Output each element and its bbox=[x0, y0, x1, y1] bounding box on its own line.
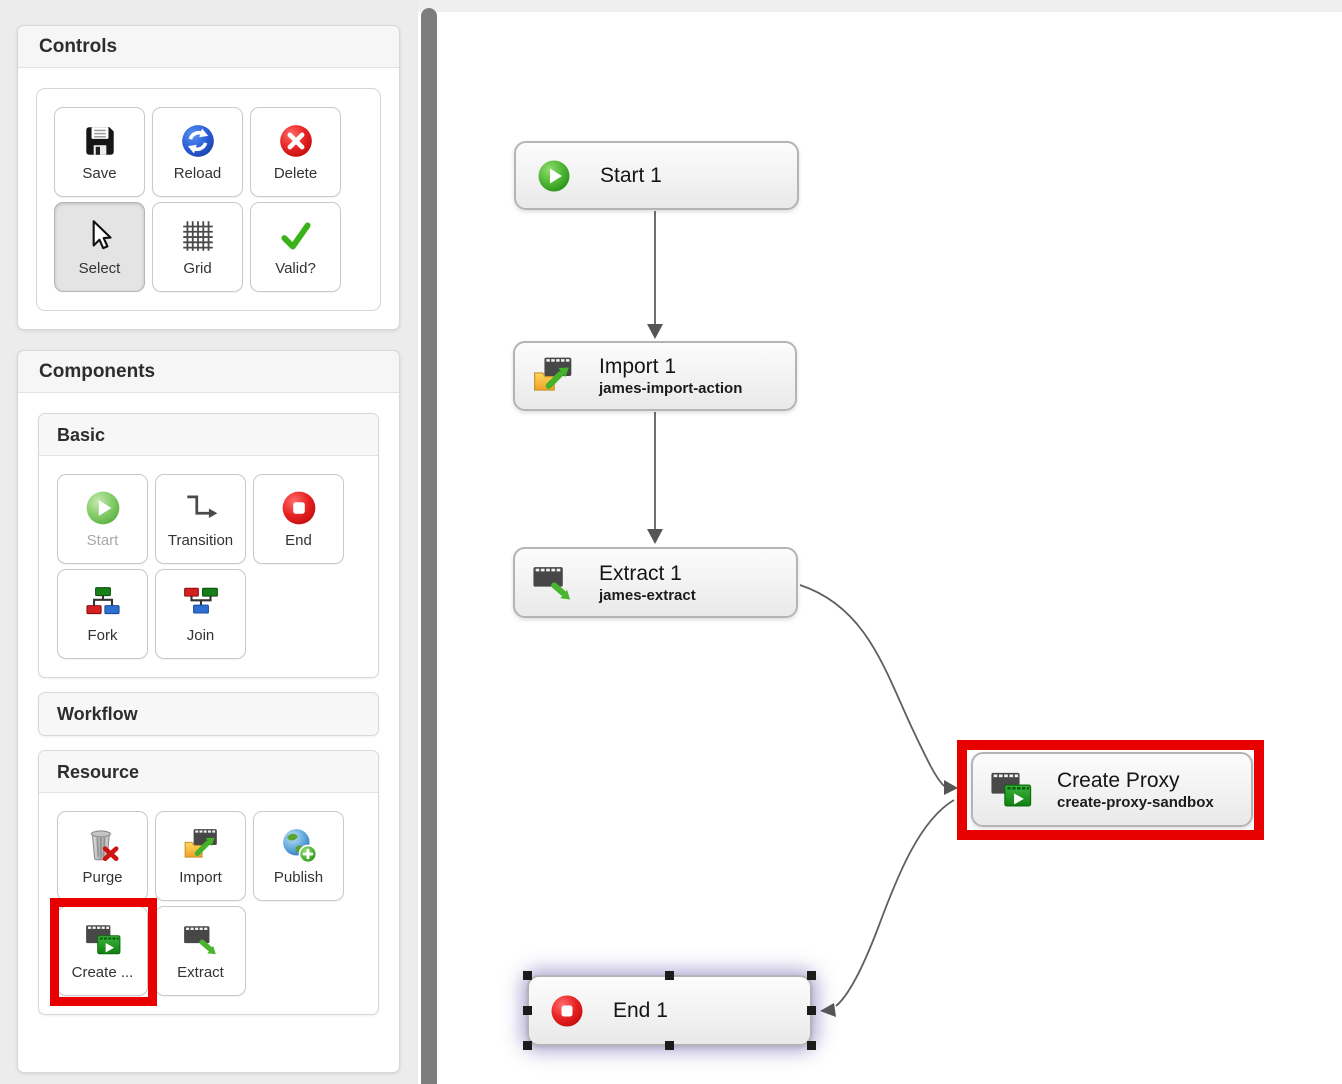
transition-icon bbox=[182, 489, 220, 527]
component-start[interactable]: Start bbox=[57, 474, 148, 564]
component-start-label: Start bbox=[86, 532, 119, 549]
fork-icon bbox=[84, 584, 122, 622]
grid-button-label: Grid bbox=[183, 260, 212, 277]
delete-icon bbox=[277, 122, 315, 160]
save-button-label: Save bbox=[82, 165, 117, 182]
resource-group: Resource Purge Import Publis bbox=[38, 750, 379, 1015]
node-start-1[interactable]: Start 1 bbox=[514, 141, 799, 210]
import-icon bbox=[531, 354, 575, 398]
workflow-group-header[interactable]: Workflow bbox=[39, 693, 378, 735]
component-purge[interactable]: Purge bbox=[57, 811, 148, 901]
node-subtitle: james-import-action bbox=[599, 380, 743, 397]
save-button[interactable]: Save bbox=[54, 107, 145, 197]
resource-group-body: Purge Import Publish Create ... bbox=[39, 793, 378, 1014]
start-icon bbox=[84, 489, 122, 527]
selection-handle[interactable] bbox=[523, 1006, 532, 1015]
start-icon bbox=[536, 158, 572, 194]
node-title: Extract 1 bbox=[599, 561, 682, 585]
reload-button[interactable]: Reload bbox=[152, 107, 243, 197]
sidebar: Controls Save Reload Delete bbox=[0, 0, 418, 1084]
grid-button[interactable]: Grid bbox=[152, 202, 243, 292]
components-panel: Components Basic Start Transition bbox=[17, 350, 400, 1073]
node-extract-1[interactable]: Extract 1 james-extract bbox=[513, 547, 798, 618]
component-join[interactable]: Join bbox=[155, 569, 246, 659]
node-subtitle: create-proxy-sandbox bbox=[1057, 793, 1214, 811]
component-create-proxy-label: Create ... bbox=[71, 964, 134, 981]
node-title: End 1 bbox=[613, 998, 668, 1022]
select-button[interactable]: Select bbox=[54, 202, 145, 292]
save-icon bbox=[81, 122, 119, 160]
purge-icon bbox=[84, 826, 122, 864]
selection-handle[interactable] bbox=[665, 971, 674, 980]
create-proxy-icon bbox=[84, 921, 122, 959]
selection-handle[interactable] bbox=[807, 1041, 816, 1050]
selection-handle[interactable] bbox=[523, 971, 532, 980]
valid-button[interactable]: Valid? bbox=[250, 202, 341, 292]
extract-icon bbox=[531, 561, 575, 605]
node-subtitle: james-extract bbox=[599, 586, 696, 604]
component-transition[interactable]: Transition bbox=[155, 474, 246, 564]
reload-icon bbox=[179, 122, 217, 160]
grid-icon bbox=[179, 217, 217, 255]
valid-check-icon bbox=[277, 217, 315, 255]
basic-group: Basic Start Transition End bbox=[38, 413, 379, 678]
component-fork[interactable]: Fork bbox=[57, 569, 148, 659]
selection-handle[interactable] bbox=[665, 1041, 674, 1050]
component-fork-label: Fork bbox=[87, 627, 118, 644]
end-icon bbox=[280, 489, 318, 527]
select-cursor-icon bbox=[81, 217, 119, 255]
component-create-proxy[interactable]: Create ... bbox=[50, 898, 157, 1006]
select-button-label: Select bbox=[78, 260, 121, 277]
component-extract[interactable]: Extract bbox=[155, 906, 246, 996]
create-proxy-icon bbox=[989, 768, 1033, 812]
selection-handle[interactable] bbox=[807, 1006, 816, 1015]
delete-button[interactable]: Delete bbox=[250, 107, 341, 197]
component-publish[interactable]: Publish bbox=[253, 811, 344, 901]
component-end-label: End bbox=[285, 532, 312, 549]
selection-handle[interactable] bbox=[523, 1041, 532, 1050]
component-end[interactable]: End bbox=[253, 474, 344, 564]
component-publish-label: Publish bbox=[273, 869, 324, 886]
component-transition-label: Transition bbox=[167, 532, 234, 549]
components-panel-header: Components bbox=[18, 351, 399, 393]
component-import[interactable]: Import bbox=[155, 811, 246, 901]
controls-panel-header: Controls bbox=[18, 26, 399, 68]
component-extract-label: Extract bbox=[177, 964, 224, 981]
delete-button-label: Delete bbox=[273, 165, 318, 182]
resource-group-header[interactable]: Resource bbox=[39, 751, 378, 793]
basic-group-body: Start Transition End Fork bbox=[39, 456, 378, 677]
extract-icon bbox=[182, 921, 220, 959]
node-end-1[interactable]: End 1 bbox=[523, 971, 816, 1050]
end-icon bbox=[549, 993, 585, 1029]
component-import-label: Import bbox=[179, 869, 222, 886]
join-icon bbox=[182, 584, 220, 622]
node-title: Start 1 bbox=[600, 163, 662, 187]
node-title: Create Proxy bbox=[1057, 768, 1180, 792]
selection-handle[interactable] bbox=[807, 971, 816, 980]
controls-panel-body: Save Reload Delete Select bbox=[18, 68, 399, 331]
node-title: Import 1 bbox=[599, 355, 677, 378]
controls-button-well: Save Reload Delete Select bbox=[36, 88, 381, 311]
component-join-label: Join bbox=[186, 627, 215, 644]
node-create-proxy[interactable]: Create Proxy create-proxy-sandbox bbox=[971, 752, 1253, 827]
controls-button-grid: Save Reload Delete Select bbox=[54, 107, 363, 292]
reload-button-label: Reload bbox=[173, 165, 222, 182]
components-panel-body: Basic Start Transition End bbox=[18, 393, 399, 1084]
publish-icon bbox=[280, 826, 318, 864]
node-import-1[interactable]: Import 1 james-import-action bbox=[513, 341, 797, 411]
valid-button-label: Valid? bbox=[275, 260, 316, 277]
sidebar-splitter[interactable] bbox=[421, 8, 437, 1084]
workflow-group: Workflow bbox=[38, 692, 379, 736]
import-icon bbox=[182, 826, 220, 864]
component-purge-label: Purge bbox=[82, 869, 123, 886]
controls-panel: Controls Save Reload Delete bbox=[17, 25, 400, 330]
basic-group-header[interactable]: Basic bbox=[39, 414, 378, 456]
